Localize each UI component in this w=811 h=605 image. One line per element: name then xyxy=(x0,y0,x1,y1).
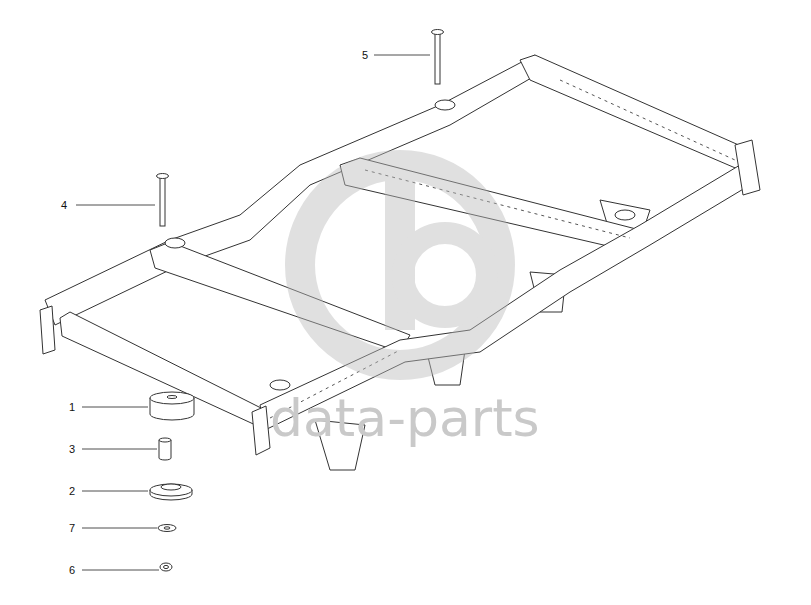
crossmember xyxy=(150,242,410,352)
mount-cushion xyxy=(150,392,194,404)
callout-number: 3 xyxy=(69,444,75,455)
nut-hole xyxy=(164,565,169,568)
sleeve xyxy=(159,440,171,460)
leader-line xyxy=(82,491,148,492)
mount-hole xyxy=(167,396,177,399)
watermark-logo xyxy=(300,160,500,365)
bolt xyxy=(435,32,440,84)
bumper-plate xyxy=(252,406,270,455)
callout-number: 2 xyxy=(69,486,75,497)
leader-line xyxy=(82,528,157,529)
bolt-head xyxy=(157,174,169,179)
leader-line xyxy=(82,449,157,450)
nut xyxy=(160,563,172,571)
lower-cushion xyxy=(161,484,181,490)
bolt xyxy=(160,176,165,226)
rear-plate xyxy=(735,140,760,195)
washer xyxy=(158,525,176,532)
washer-hole xyxy=(164,527,170,529)
callout-number: 4 xyxy=(61,200,67,211)
callout-number: 1 xyxy=(69,402,75,413)
lower-cushion xyxy=(150,484,192,496)
bolt-head xyxy=(432,30,444,35)
mount-pad xyxy=(615,210,635,220)
callout-number: 7 xyxy=(69,523,75,534)
callout-number: 5 xyxy=(362,50,368,61)
crossmember-detail xyxy=(560,80,735,160)
leader-line xyxy=(374,55,430,56)
crossmember xyxy=(60,312,265,428)
leader-line xyxy=(82,407,148,408)
bumper-plate xyxy=(40,306,55,354)
watermark: data-parts xyxy=(270,392,540,444)
mount-pad xyxy=(270,380,290,390)
mount-pad xyxy=(435,100,455,110)
callout-number: 6 xyxy=(69,565,75,576)
leader-line xyxy=(82,570,159,571)
leader-line xyxy=(76,205,155,206)
crossmember xyxy=(520,55,750,170)
sleeve xyxy=(159,438,171,442)
frame-rail xyxy=(260,165,745,430)
mount-pad xyxy=(165,238,185,248)
